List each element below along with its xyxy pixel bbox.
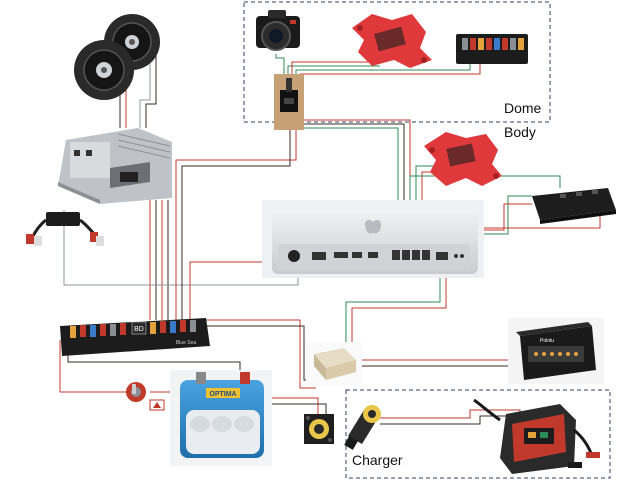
fuse-block-badge: BD — [134, 326, 144, 333]
fuse-block-icon: BD Blue Sea — [60, 318, 210, 356]
connector-icon — [304, 414, 334, 444]
plug-icon — [344, 405, 381, 450]
dome-region-box — [243, 1, 551, 123]
speaker-pair — [74, 14, 160, 100]
dome-label-line1: Dome — [504, 100, 542, 116]
charger-icon — [473, 398, 600, 474]
controller-box-icon: Pololu — [508, 318, 604, 384]
computer-icon — [262, 200, 484, 278]
box-brand: Pololu — [540, 338, 554, 344]
rca-cable-icon — [26, 212, 104, 246]
fuse-block-brand: Blue Sea — [176, 340, 197, 346]
circuit-board-icon — [424, 132, 502, 186]
camera-icon — [256, 10, 300, 51]
circuit-board-icon — [352, 14, 432, 68]
converter-icon — [306, 342, 362, 386]
switch-icon — [126, 382, 165, 411]
charger-label: Charger — [352, 452, 403, 468]
usb-hub-icon — [532, 188, 616, 224]
battery-icon: OPTIMA — [170, 370, 272, 466]
dome-label-line2: Body — [504, 124, 536, 140]
charger-region-box — [345, 389, 611, 479]
speaker-icon — [74, 40, 134, 100]
fuse-block-icon — [456, 34, 528, 64]
battery-brand: OPTIMA — [209, 391, 236, 398]
amplifier-icon — [58, 128, 172, 204]
slip-ring-icon — [274, 74, 304, 130]
